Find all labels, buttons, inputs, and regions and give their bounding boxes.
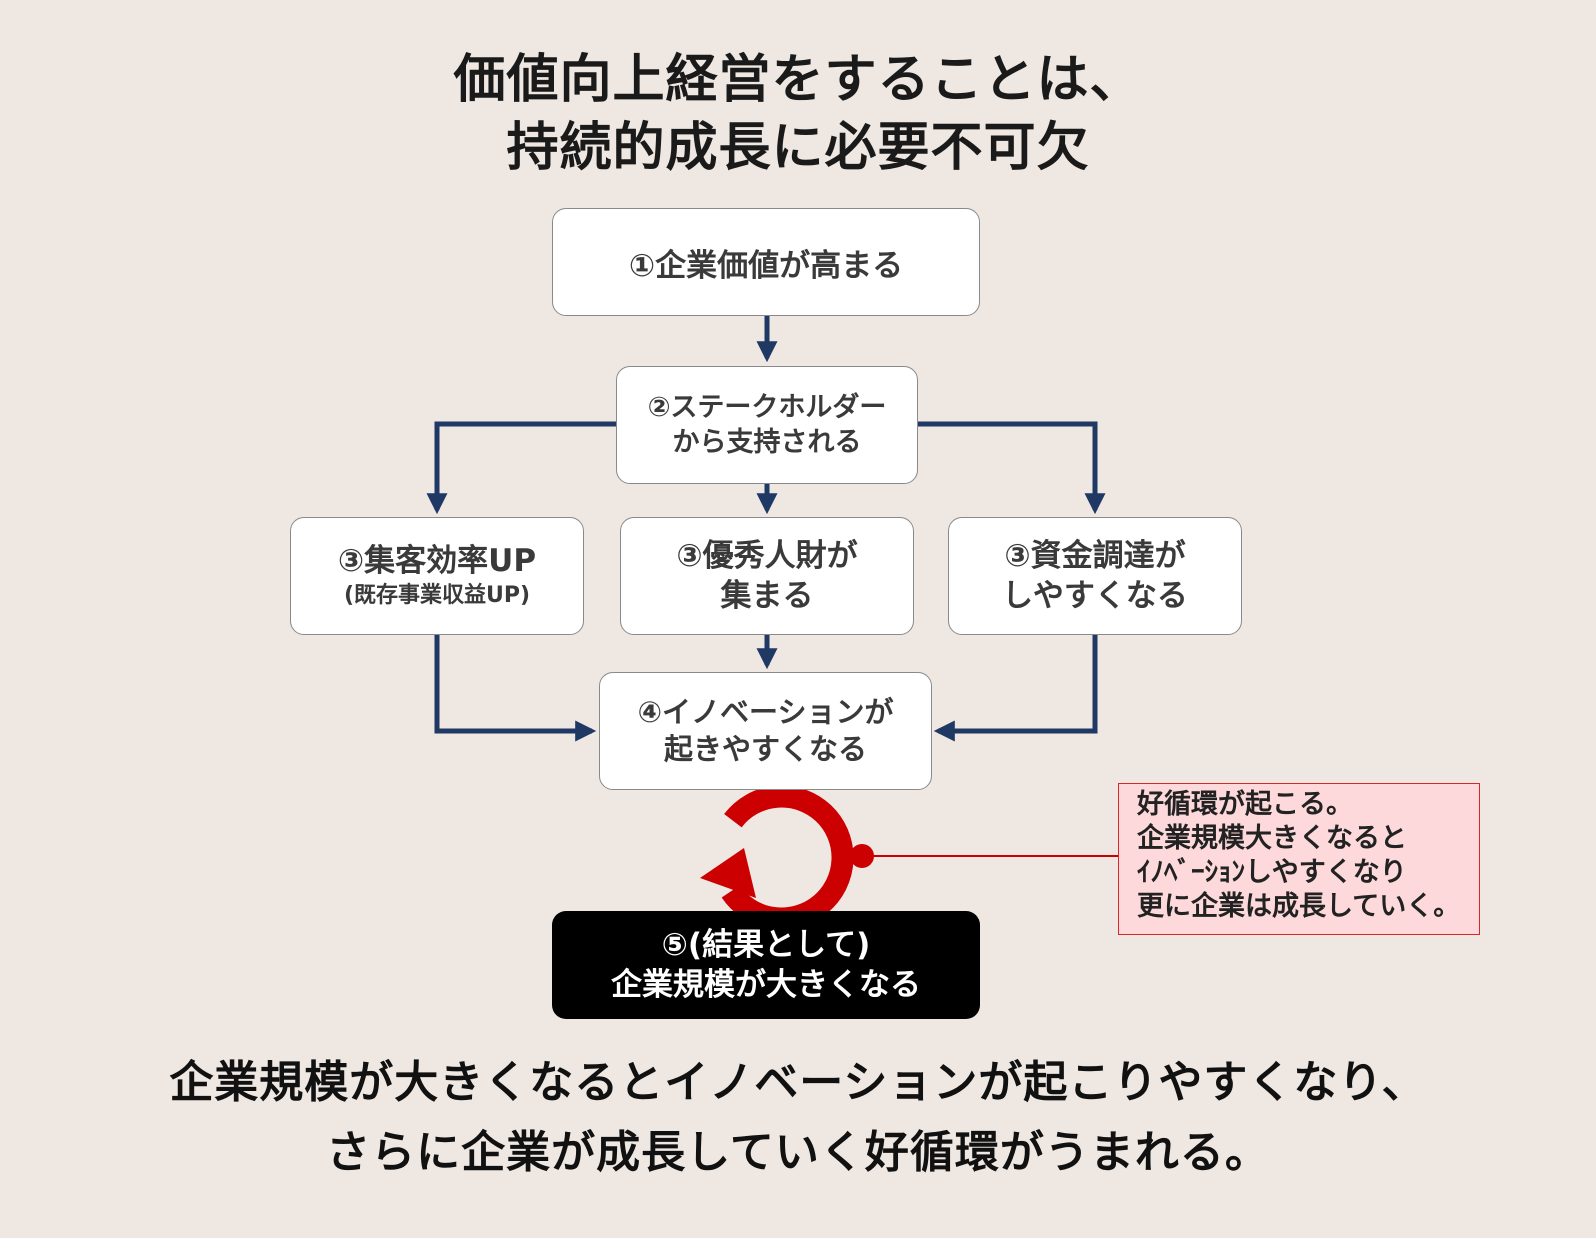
step3-customer-label-line1: ③集客効率UP (337, 543, 537, 579)
page-title-line-2: 持続的成長に必要不可欠 (506, 118, 1090, 178)
arrow-step2-to-step3-customer (426, 421, 616, 515)
step2-label-line2: から支持される (672, 427, 862, 458)
step3-funding-label-line2: しやすくなる (1002, 578, 1188, 614)
good-cycle-note: 好循環が起こる。 企業規模大きくなると ｲﾉﾍﾞｰｼｮﾝしやすくなり 更に企業は… (1118, 783, 1480, 935)
arrow-step2-to-step3-funding (918, 421, 1106, 515)
step3-customer-label-line2: (既存事業収益UP) (343, 583, 531, 608)
step1-box: ①企業価値が高まる (552, 208, 980, 316)
step5-label-line2: 企業規模が大きくなる (611, 967, 921, 1003)
step5-label-line1: ⑤(結果として) (661, 927, 871, 963)
step4-label-line1: ④イノベーションが (637, 695, 894, 729)
arrow-step3-funding-to-step4 (933, 635, 1098, 742)
step1-label: ①企業価値が高まる (628, 247, 904, 284)
step3-talent-label-line2: 集まる (720, 578, 814, 614)
step4-box: ④イノベーションが 起きやすくなる (599, 672, 932, 790)
step3-customer-box: ③集客効率UP (既存事業収益UP) (290, 517, 584, 635)
step3-talent-box: ③優秀人財が 集まる (620, 517, 914, 635)
circular-arrow-icon (700, 785, 874, 930)
step3-talent-label-line1: ③優秀人財が (676, 538, 858, 574)
note-line3: ｲﾉﾍﾞｰｼｮﾝしやすくなり (1137, 857, 1407, 888)
page-title-line-1: 価値向上経営をすることは、 (453, 50, 1143, 110)
step4-label-line2: 起きやすくなる (663, 732, 867, 766)
step2-label-line1: ②ステークホルダー (647, 392, 887, 423)
step3-funding-box: ③資金調達が しやすくなる (948, 517, 1242, 635)
note-line1: 好循環が起こる。 (1137, 789, 1353, 820)
summary-line-2: さらに企業が成長していく好循環がうまれる。 (326, 1127, 1270, 1178)
step3-funding-label-line1: ③資金調達が (1004, 538, 1186, 574)
arrow-step3-customer-to-step4 (434, 635, 597, 742)
note-line2: 企業規模大きくなると (1137, 823, 1407, 854)
note-line4: 更に企業は成長していく。 (1137, 891, 1461, 922)
step5-result-box: ⑤(結果として) 企業規模が大きくなる (552, 911, 980, 1019)
summary-line-1: 企業規模が大きくなるとイノベーションが起こりやすくなり、 (169, 1057, 1427, 1108)
step2-box: ②ステークホルダー から支持される (616, 366, 918, 484)
